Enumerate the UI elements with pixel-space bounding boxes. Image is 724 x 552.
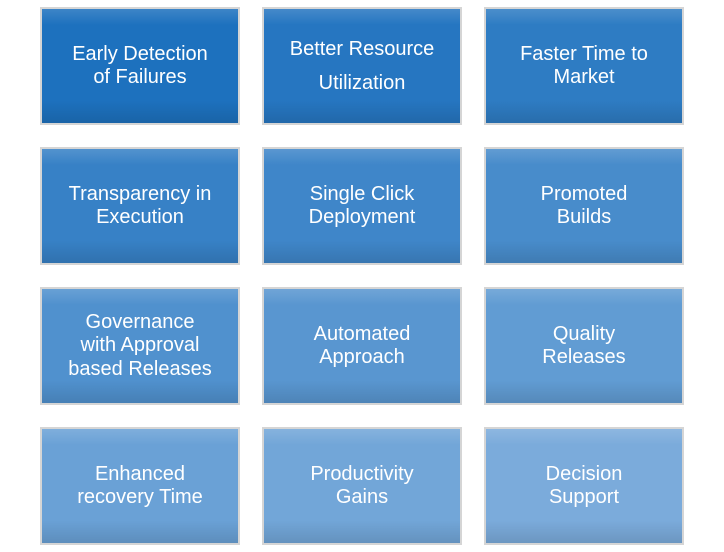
box-single-click-deployment: Single Click Deployment	[262, 147, 462, 265]
box-label-line: Single Click	[309, 182, 415, 205]
box-label-line: Deployment	[308, 206, 416, 228]
box-label-line: Early Detection	[72, 42, 208, 65]
box-decision-support: Decision Support	[484, 427, 684, 545]
box-label-line: Quality	[552, 322, 616, 345]
box-label-line: Governance	[85, 311, 195, 334]
box-label-line: Promoted	[540, 182, 628, 205]
box-label-line: based Releases	[68, 357, 212, 380]
box-label-line: Productivity	[310, 462, 414, 485]
box-productivity-gains: Productivity Gains	[262, 427, 462, 545]
box-label-line: Market	[553, 66, 615, 88]
box-label-line: Execution	[96, 206, 184, 228]
box-faster-time-to-market: Faster Time to Market	[484, 7, 684, 125]
box-label-line: Faster Time to	[520, 42, 648, 65]
box-automated-approach: Automated Approach	[262, 287, 462, 405]
box-label-line: Builds	[556, 206, 612, 228]
box-label-line: Gains	[335, 486, 389, 508]
box-label-line: Automated	[313, 322, 411, 345]
box-quality-releases: Quality Releases	[484, 287, 684, 405]
box-label-line: with Approval	[80, 334, 200, 357]
benefits-grid: Early Detection of Failures Better Resou…	[40, 7, 684, 545]
box-label-line: Decision	[545, 462, 623, 485]
box-label-line: Enhanced	[94, 462, 186, 485]
box-promoted-builds: Promoted Builds	[484, 147, 684, 265]
box-transparency-in-execution: Transparency in Execution	[40, 147, 240, 265]
box-label-line: of Failures	[93, 66, 187, 88]
box-governance-approval-releases: Governance with Approval based Releases	[40, 287, 240, 405]
box-enhanced-recovery-time: Enhanced recovery Time	[40, 427, 240, 545]
box-label-line: Approach	[319, 346, 405, 368]
box-label-line: Better Resource	[289, 38, 435, 60]
box-label-line: Utilization	[318, 72, 406, 94]
box-label-line: Support	[548, 486, 620, 508]
box-better-resource-utilization: Better Resource Utilization	[262, 7, 462, 125]
box-label-line: Transparency in	[68, 182, 212, 205]
box-label-line: recovery Time	[77, 486, 203, 508]
box-label-line: Releases	[542, 346, 626, 368]
box-early-detection-of-failures: Early Detection of Failures	[40, 7, 240, 125]
